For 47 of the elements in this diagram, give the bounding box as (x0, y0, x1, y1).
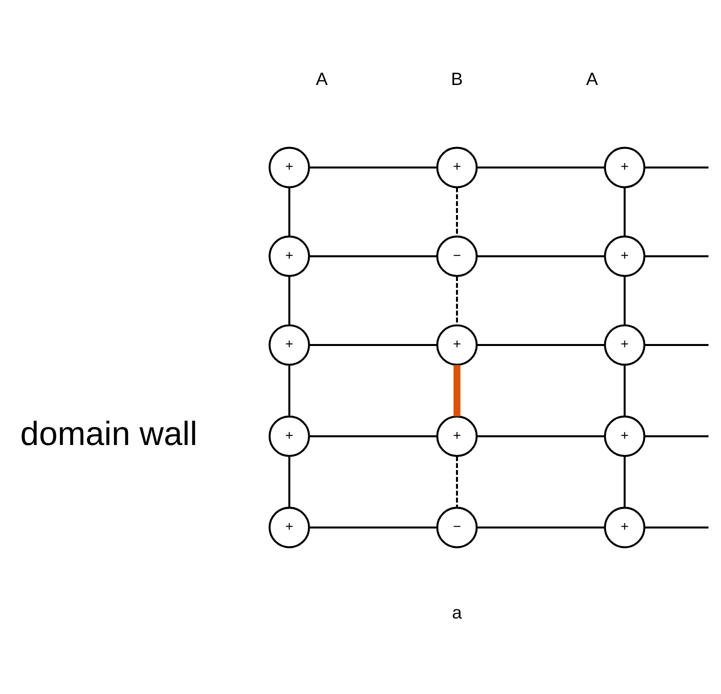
connector (476, 434, 605, 437)
connector (288, 276, 290, 325)
connector (476, 254, 605, 257)
connector (456, 186, 458, 236)
node-circle: + (268, 235, 310, 276)
connector (309, 254, 438, 257)
node-circle: + (268, 324, 310, 366)
connector (624, 364, 626, 416)
label: A (316, 68, 328, 89)
label: domain wall (20, 415, 198, 452)
node-circle: + (604, 415, 646, 456)
connector (624, 186, 626, 236)
node-circle: + (604, 235, 646, 276)
node-circle: + (268, 415, 310, 456)
node-circle: + (436, 324, 478, 366)
node-circle: + (604, 324, 646, 366)
connector (456, 456, 458, 508)
node-circle: + (604, 146, 646, 188)
label: B (451, 68, 463, 89)
connector (288, 186, 290, 236)
connector (476, 344, 605, 346)
node-circle: + (268, 146, 310, 188)
connector (288, 364, 290, 416)
node-circle: − (436, 506, 478, 548)
connector (454, 364, 460, 416)
node-circle: − (436, 235, 478, 276)
connector (309, 344, 438, 346)
node-circle: + (436, 415, 478, 456)
connector (624, 276, 626, 325)
connector (309, 434, 438, 437)
connector (476, 166, 605, 168)
connector (288, 456, 290, 508)
connector (309, 526, 438, 528)
label: a (452, 602, 462, 622)
node-circle: + (268, 506, 310, 548)
node-circle: + (436, 146, 478, 188)
label: A (586, 68, 598, 89)
connector (644, 526, 708, 528)
connector (644, 434, 708, 437)
connector (456, 276, 458, 325)
connector (624, 456, 626, 508)
connector (476, 526, 605, 528)
connector (644, 344, 708, 346)
connector (644, 254, 708, 257)
connector (644, 166, 708, 168)
connector (309, 166, 438, 168)
node-circle: + (604, 506, 646, 548)
